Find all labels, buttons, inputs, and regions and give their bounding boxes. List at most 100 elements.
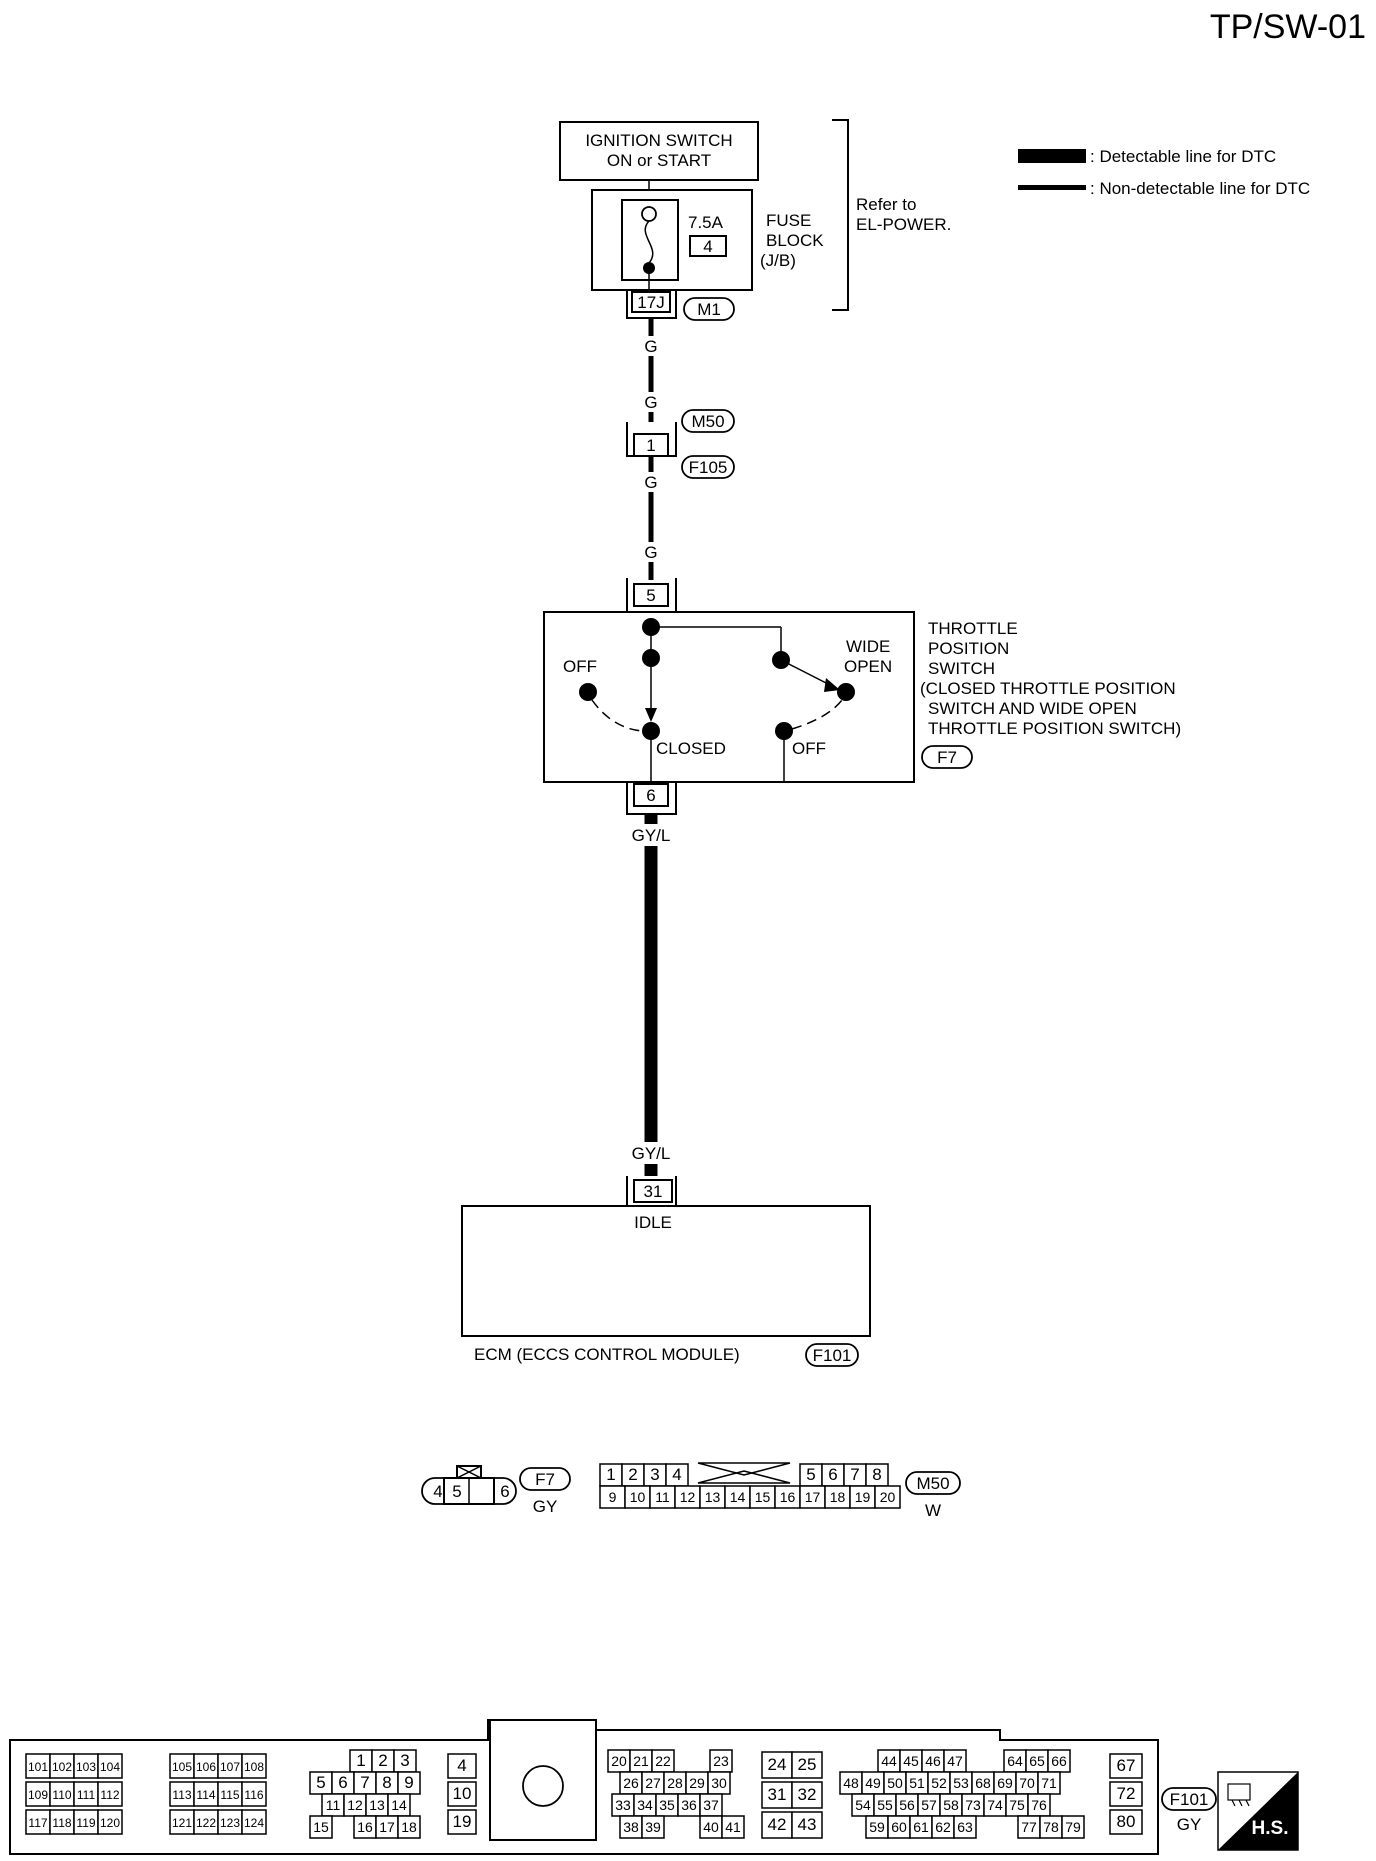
f101-g7-pin: 66 [1051, 1753, 1067, 1769]
f101-g3-pin: 14 [391, 1797, 407, 1813]
tps-label-open: OPEN [844, 657, 892, 676]
f101-g4-pin: 19 [453, 1812, 472, 1831]
wire-label-gyl1: GY/L [632, 826, 671, 845]
f101-g2-pin: 123 [220, 1816, 240, 1830]
joint-connector: 1 M50 F105 [626, 409, 735, 479]
f101-g5-pin: 36 [681, 1797, 697, 1813]
fuse-terminal: 17J [637, 293, 664, 312]
ignition-line1: IGNITION SWITCH [585, 131, 732, 150]
f101-g7-pin: 49 [865, 1775, 881, 1791]
f7-pin-5: 5 [452, 1482, 461, 1501]
f101-connector-face: F101 GY H.S. [9, 1719, 1299, 1855]
f101-g3-pin: 16 [357, 1819, 373, 1835]
joint-conn-bottom: F105 [689, 458, 728, 477]
ignition-switch: IGNITION SWITCH ON or START [559, 121, 759, 181]
f101-g1-pin: 109 [28, 1788, 48, 1802]
m50-bottom-pin: 13 [705, 1489, 721, 1505]
f101-g6-pin: 43 [798, 1815, 817, 1834]
tps-pin-bottom: 6 [646, 786, 655, 805]
f101-g5-pin: 28 [667, 1775, 683, 1791]
f101-g3-pin: 18 [401, 1819, 417, 1835]
m50-bottom-pin: 12 [680, 1489, 696, 1505]
f101-g4-pin: 10 [453, 1784, 472, 1803]
f101-g7-pin: 79 [1065, 1819, 1081, 1835]
f101-g1-pin: 120 [100, 1816, 120, 1830]
f101-g7-pin: 55 [877, 1797, 893, 1813]
fuse-rating: 7.5A [688, 213, 724, 232]
f101-g7-pin: 59 [869, 1819, 885, 1835]
f7-face-id: F7 [535, 1470, 555, 1489]
f101-g3-pin: 7 [360, 1773, 369, 1792]
f7-pin-4: 4 [433, 1482, 442, 1501]
f101-g2-pin: 116 [244, 1788, 263, 1802]
f101-g2-pin: 107 [220, 1760, 240, 1774]
f101-g2-pin: 108 [244, 1760, 264, 1774]
tps-label-off-left: OFF [563, 657, 597, 676]
f101-g4-cell [447, 1809, 477, 1835]
tps-label-wide: WIDE [846, 637, 890, 656]
f101-g3-pin: 11 [326, 1797, 341, 1813]
f101-face-id: F101 [1170, 1790, 1209, 1809]
f101-g1-pin: 104 [100, 1760, 120, 1774]
f101-g2-cell [193, 1781, 219, 1807]
f101-g1-pin: 112 [100, 1788, 119, 1802]
fuse-label3: (J/B) [760, 251, 796, 270]
f101-g3-pin: 2 [378, 1751, 387, 1770]
f101-g2-cell [241, 1753, 267, 1779]
f101-g5-cell [721, 1815, 745, 1839]
tps-pin-top: 5 [646, 586, 655, 605]
f101-g2-cell [169, 1809, 195, 1835]
f101-g7-pin: 69 [997, 1775, 1013, 1791]
f101-g7-pin: 61 [913, 1819, 929, 1835]
f101-g5-pin: 27 [645, 1775, 661, 1791]
f101-g3-pin: 12 [347, 1797, 363, 1813]
f101-g7-pin: 78 [1043, 1819, 1059, 1835]
f101-g1-pin: 103 [76, 1760, 96, 1774]
f101-g1-cell [25, 1753, 51, 1779]
f101-g6-cell [791, 1751, 823, 1779]
f101-g7-pin: 64 [1007, 1753, 1023, 1769]
m50-face-color: W [925, 1501, 941, 1520]
ecm-connector-id: F101 [813, 1346, 852, 1365]
f101-g3-pin: 17 [379, 1819, 395, 1835]
page-id: TP/SW-01 [1210, 8, 1366, 46]
f101-g8-pin: 80 [1117, 1812, 1136, 1831]
wire-label-g2: G [644, 393, 657, 412]
ecm-module: IDLE ECM (ECCS CONTROL MODULE) F101 [461, 1205, 871, 1367]
f101-g7-pin: 51 [909, 1775, 925, 1791]
fuse-block: 7.5A 4 FUSE BLOCK (J/B) 17J M1 [591, 180, 824, 321]
ignition-line2: ON or START [607, 151, 711, 170]
f101-g7-pin: 50 [887, 1775, 903, 1791]
f101-g1-cell [97, 1809, 123, 1835]
legend-detectable-swatch [1018, 149, 1086, 163]
f101-g1-pin: 118 [52, 1816, 71, 1830]
m50-top-right-pin: 6 [828, 1465, 837, 1484]
tps-label-closed: CLOSED [656, 739, 726, 758]
f101-g5-pin: 20 [611, 1753, 627, 1769]
f101-g8-cell [1109, 1809, 1143, 1835]
m50-bottom-pin: 20 [880, 1489, 896, 1505]
m50-bottom-pin: 18 [830, 1489, 846, 1505]
f101-g7-pin: 60 [891, 1819, 907, 1835]
m50-bottom-pin: 10 [630, 1489, 646, 1505]
f101-g6-cell [761, 1811, 793, 1839]
f101-g4-cell [447, 1781, 477, 1807]
tps-name-3: SWITCH [928, 659, 995, 678]
f101-g7-pin: 68 [975, 1775, 991, 1791]
m50-bottom-pin: 14 [730, 1489, 746, 1505]
f101-g5-pin: 39 [645, 1819, 661, 1835]
f101-g5-pin: 30 [711, 1775, 727, 1791]
f101-g7-pin: 63 [957, 1819, 973, 1835]
m50-face-id: M50 [916, 1474, 949, 1493]
f101-g3-pin: 8 [382, 1773, 391, 1792]
fuse-connector-id: M1 [697, 300, 721, 319]
f101-g2-pin: 114 [196, 1788, 215, 1802]
f101-g7-pin: 73 [965, 1797, 981, 1813]
f101-g6-pin: 24 [768, 1755, 787, 1774]
f101-g4-cell [447, 1753, 477, 1779]
m50-bottom-pin: 16 [780, 1489, 796, 1505]
f101-g7-pin: 46 [925, 1753, 941, 1769]
f101-g1-cell [97, 1781, 123, 1807]
ecm-terminal-name: IDLE [634, 1213, 672, 1232]
